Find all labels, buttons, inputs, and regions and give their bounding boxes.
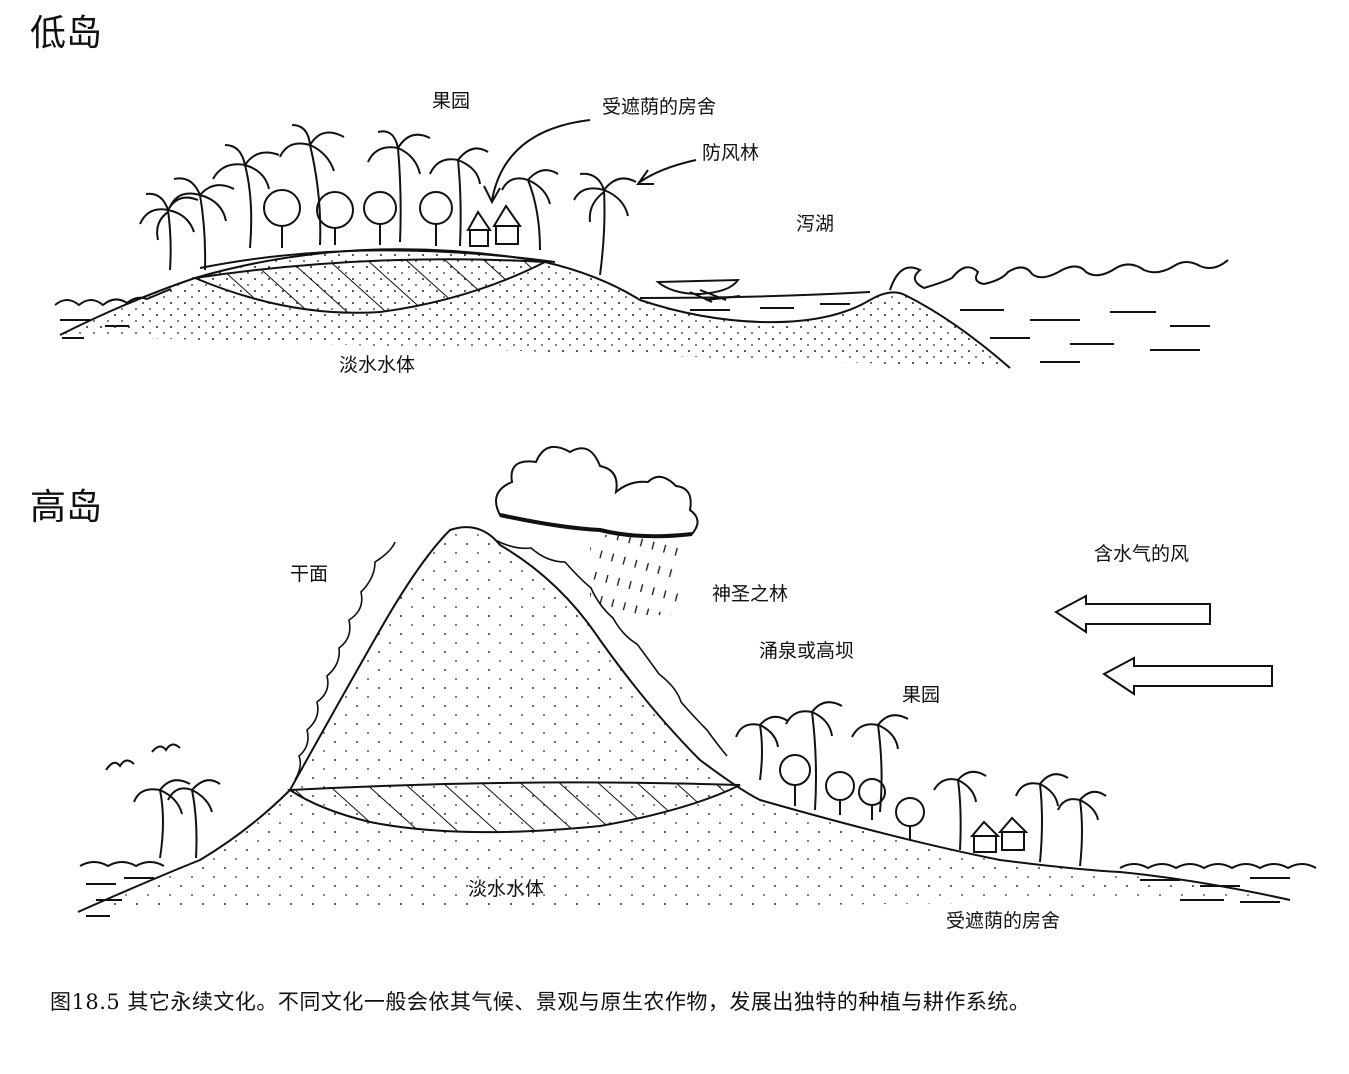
sacred-forest-label: 神圣之林 (712, 583, 789, 605)
high-orchard-label: 果园 (902, 684, 941, 706)
ocean-waves-low (889, 259, 1229, 363)
high-island-huts (969, 816, 1029, 853)
low-island-huts (466, 204, 522, 247)
low-island-drawing (54, 119, 1229, 369)
figure-caption: 图18.5 其它永续文化。不同文化一般会依其气候、景观与原生农作物，发展出独特的… (50, 990, 1031, 1014)
low-shaded-house-label: 受遮荫的房舍 (602, 96, 717, 118)
mountain (77, 526, 1291, 913)
birds (105, 743, 181, 771)
high-island-palms (133, 701, 1107, 867)
low-freshwater-lens (191, 258, 549, 314)
lagoon-water (639, 291, 871, 311)
moist-wind-arrows (1054, 594, 1273, 696)
low-orchard-label: 果园 (432, 90, 471, 112)
high-freshwater-lens (286, 781, 741, 834)
rain-cloud (495, 445, 699, 615)
shaded-house-arrow (483, 119, 591, 205)
moist-wind-label: 含水气的风 (1094, 543, 1190, 565)
high-island-drawing (77, 445, 1317, 917)
high-island-title: 高岛 (30, 487, 103, 528)
low-island-orchard-trees (263, 189, 453, 248)
low-island-palms (139, 124, 637, 276)
low-island-title: 低岛 (30, 13, 103, 54)
lagoon-label: 泻湖 (796, 213, 835, 235)
ridge-vegetation (294, 539, 728, 781)
spring-dam-label: 涌泉或高坝 (759, 640, 855, 662)
high-shaded-house-label: 受遮荫的房舍 (946, 910, 1061, 932)
high-island-orchard-trees (779, 754, 925, 840)
windbreak-arrow (636, 159, 697, 185)
right-sea-high (1119, 863, 1317, 903)
windbreak-label: 防风林 (702, 142, 760, 164)
high-freshwater-label: 淡水水体 (468, 878, 545, 900)
boat (655, 278, 741, 303)
dry-side-label: 干面 (290, 563, 329, 585)
low-freshwater-label: 淡水水体 (339, 354, 416, 376)
